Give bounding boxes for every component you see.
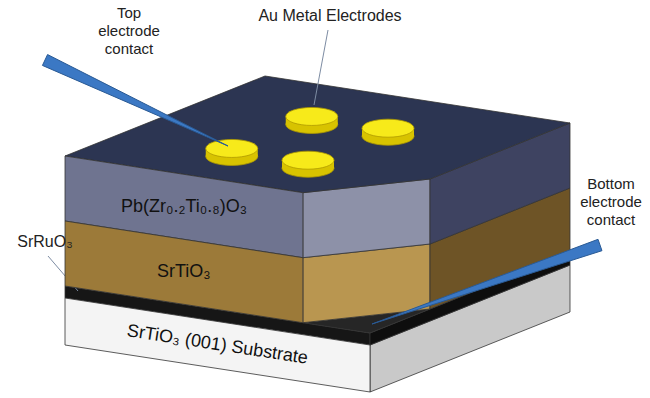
probe-needle (42, 55, 228, 146)
substrate-layer: SrTiO₃ (001) Substrate (65, 298, 370, 392)
layer-face-shape (65, 298, 370, 392)
au-electrode (282, 151, 334, 177)
au-electrode (286, 107, 338, 133)
layer-name: SrTiO₃ (157, 261, 211, 283)
callout-label: Top electrode contact (90, 4, 168, 58)
probe-needle (372, 239, 602, 324)
layer-name: Pb(Zr₀.₂Ti₀.₈)O₃ (121, 196, 247, 218)
au-electrode (362, 119, 414, 145)
leader-line (314, 30, 328, 105)
layer-label: SrRuO₃ (10, 232, 80, 251)
au-electrode (206, 139, 258, 165)
callout-label: Bottom electrode contact (576, 175, 646, 229)
callout-label: Au Metal Electrodes (240, 6, 420, 25)
